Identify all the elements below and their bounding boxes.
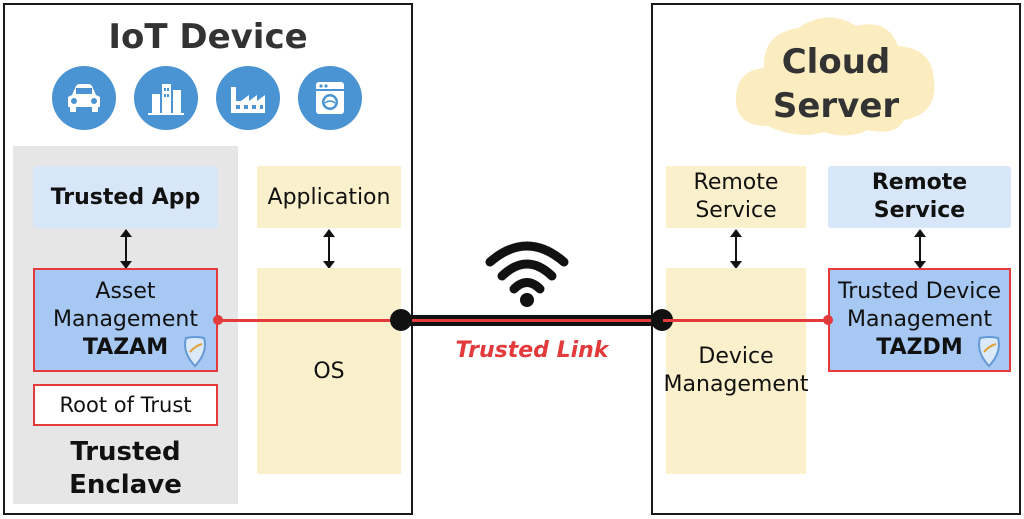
arrow-trusted-app-asset [120, 229, 132, 269]
red-line-left [218, 319, 402, 322]
remote-service-line2: Service [695, 198, 777, 223]
remote-service-line1: Remote [693, 170, 779, 195]
remote-service-bold-line1: Remote [871, 170, 968, 195]
remote-service-bold-line2: Service [873, 198, 966, 223]
device-management-line2: Management [663, 372, 809, 397]
car-icon [52, 66, 116, 130]
washing-machine-icon [298, 66, 362, 130]
tdm-line2: Management [847, 307, 992, 332]
root-of-trust-box: Root of Trust [33, 384, 218, 426]
trusted-enclave-line1: Trusted [70, 437, 181, 467]
trusted-enclave-label: Trusted Enclave [13, 436, 238, 502]
asset-management-line1: Asset [95, 279, 156, 304]
application-box: Application [257, 166, 401, 228]
trusted-app-box: Trusted App [33, 166, 218, 228]
device-management-box: Device Management [663, 268, 809, 474]
cloud-shape [735, 17, 935, 136]
red-line-right [663, 319, 829, 322]
iot-device-title: IoT Device [108, 17, 308, 57]
tazdm-label: TAZDM [876, 335, 963, 360]
arrow-remote-tdm [914, 229, 926, 269]
link-endpoint-right [651, 309, 673, 331]
factory-icon [216, 66, 280, 130]
cloud-server-title: Cloud Server [728, 38, 944, 130]
asset-management-box: Asset Management TAZAM [33, 268, 218, 372]
arrow-application-os [323, 229, 335, 269]
connector-dot-left [213, 315, 223, 325]
trusted-link-red-stripe [402, 319, 662, 322]
wifi-icon [485, 241, 569, 307]
remote-service-box: Remote Service [666, 166, 806, 228]
os-box: OS [257, 268, 401, 474]
trusted-device-management-box: Trusted Device Management TAZDM [828, 268, 1011, 372]
cloud-title-line1: Cloud [781, 42, 891, 82]
trusted-link-label: Trusted Link [455, 337, 609, 363]
device-management-line1: Device [698, 344, 774, 369]
link-endpoint-left [390, 309, 412, 331]
arrow-remote-device [730, 229, 742, 269]
connector-dot-right [823, 315, 833, 325]
cloud-title-line2: Server [772, 86, 900, 126]
tdm-line1: Trusted Device [837, 279, 1001, 304]
asset-management-line2: Management [53, 307, 198, 332]
tazam-label: TAZAM [82, 335, 169, 360]
trust-azur-logo [178, 334, 212, 368]
buildings-icon [134, 66, 198, 130]
trusted-enclave-line2: Enclave [69, 470, 182, 500]
remote-service-bold-box: Remote Service [828, 166, 1011, 228]
trust-azur-logo-2 [972, 334, 1006, 368]
